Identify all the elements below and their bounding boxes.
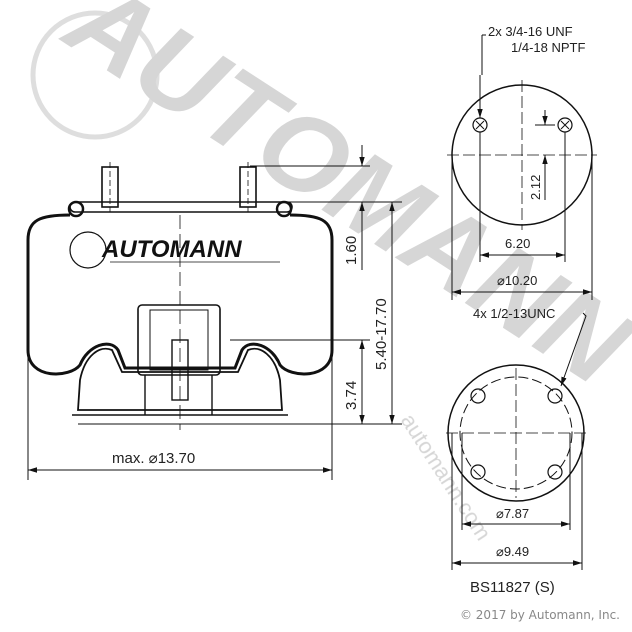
svg-text:AUTOMANN: AUTOMANN — [44, 0, 632, 410]
stud-spacing-dim: 6.20 — [505, 236, 530, 251]
thread-note-1: 2x 3/4-16 UNF — [488, 24, 573, 39]
automann-logo: AUTOMANN — [101, 236, 242, 263]
part-number: BS11827 (S) — [470, 579, 555, 596]
thread-note-2: 1/4-18 NPTF — [511, 40, 585, 55]
top-diameter-dim: ⌀10.20 — [497, 273, 537, 288]
dim-bottom: 3.74 — [343, 381, 360, 410]
bolt-circle-dim: ⌀7.87 — [496, 506, 529, 521]
top-view — [447, 34, 597, 300]
max-diameter-label: max. ⌀13.70 — [112, 450, 195, 467]
dim-top: 1.60 — [343, 236, 360, 265]
copyright: © 2017 by Automann, Inc. — [459, 608, 620, 622]
bottom-diameter-dim: ⌀9.49 — [496, 544, 529, 559]
offset-dim: 2.12 — [528, 175, 543, 200]
dim-range: 5.40-17.70 — [373, 298, 390, 370]
side-dimensions — [27, 145, 402, 480]
bolt-note: 4x 1/2-13UNC — [473, 306, 555, 321]
bottom-view — [446, 312, 587, 570]
